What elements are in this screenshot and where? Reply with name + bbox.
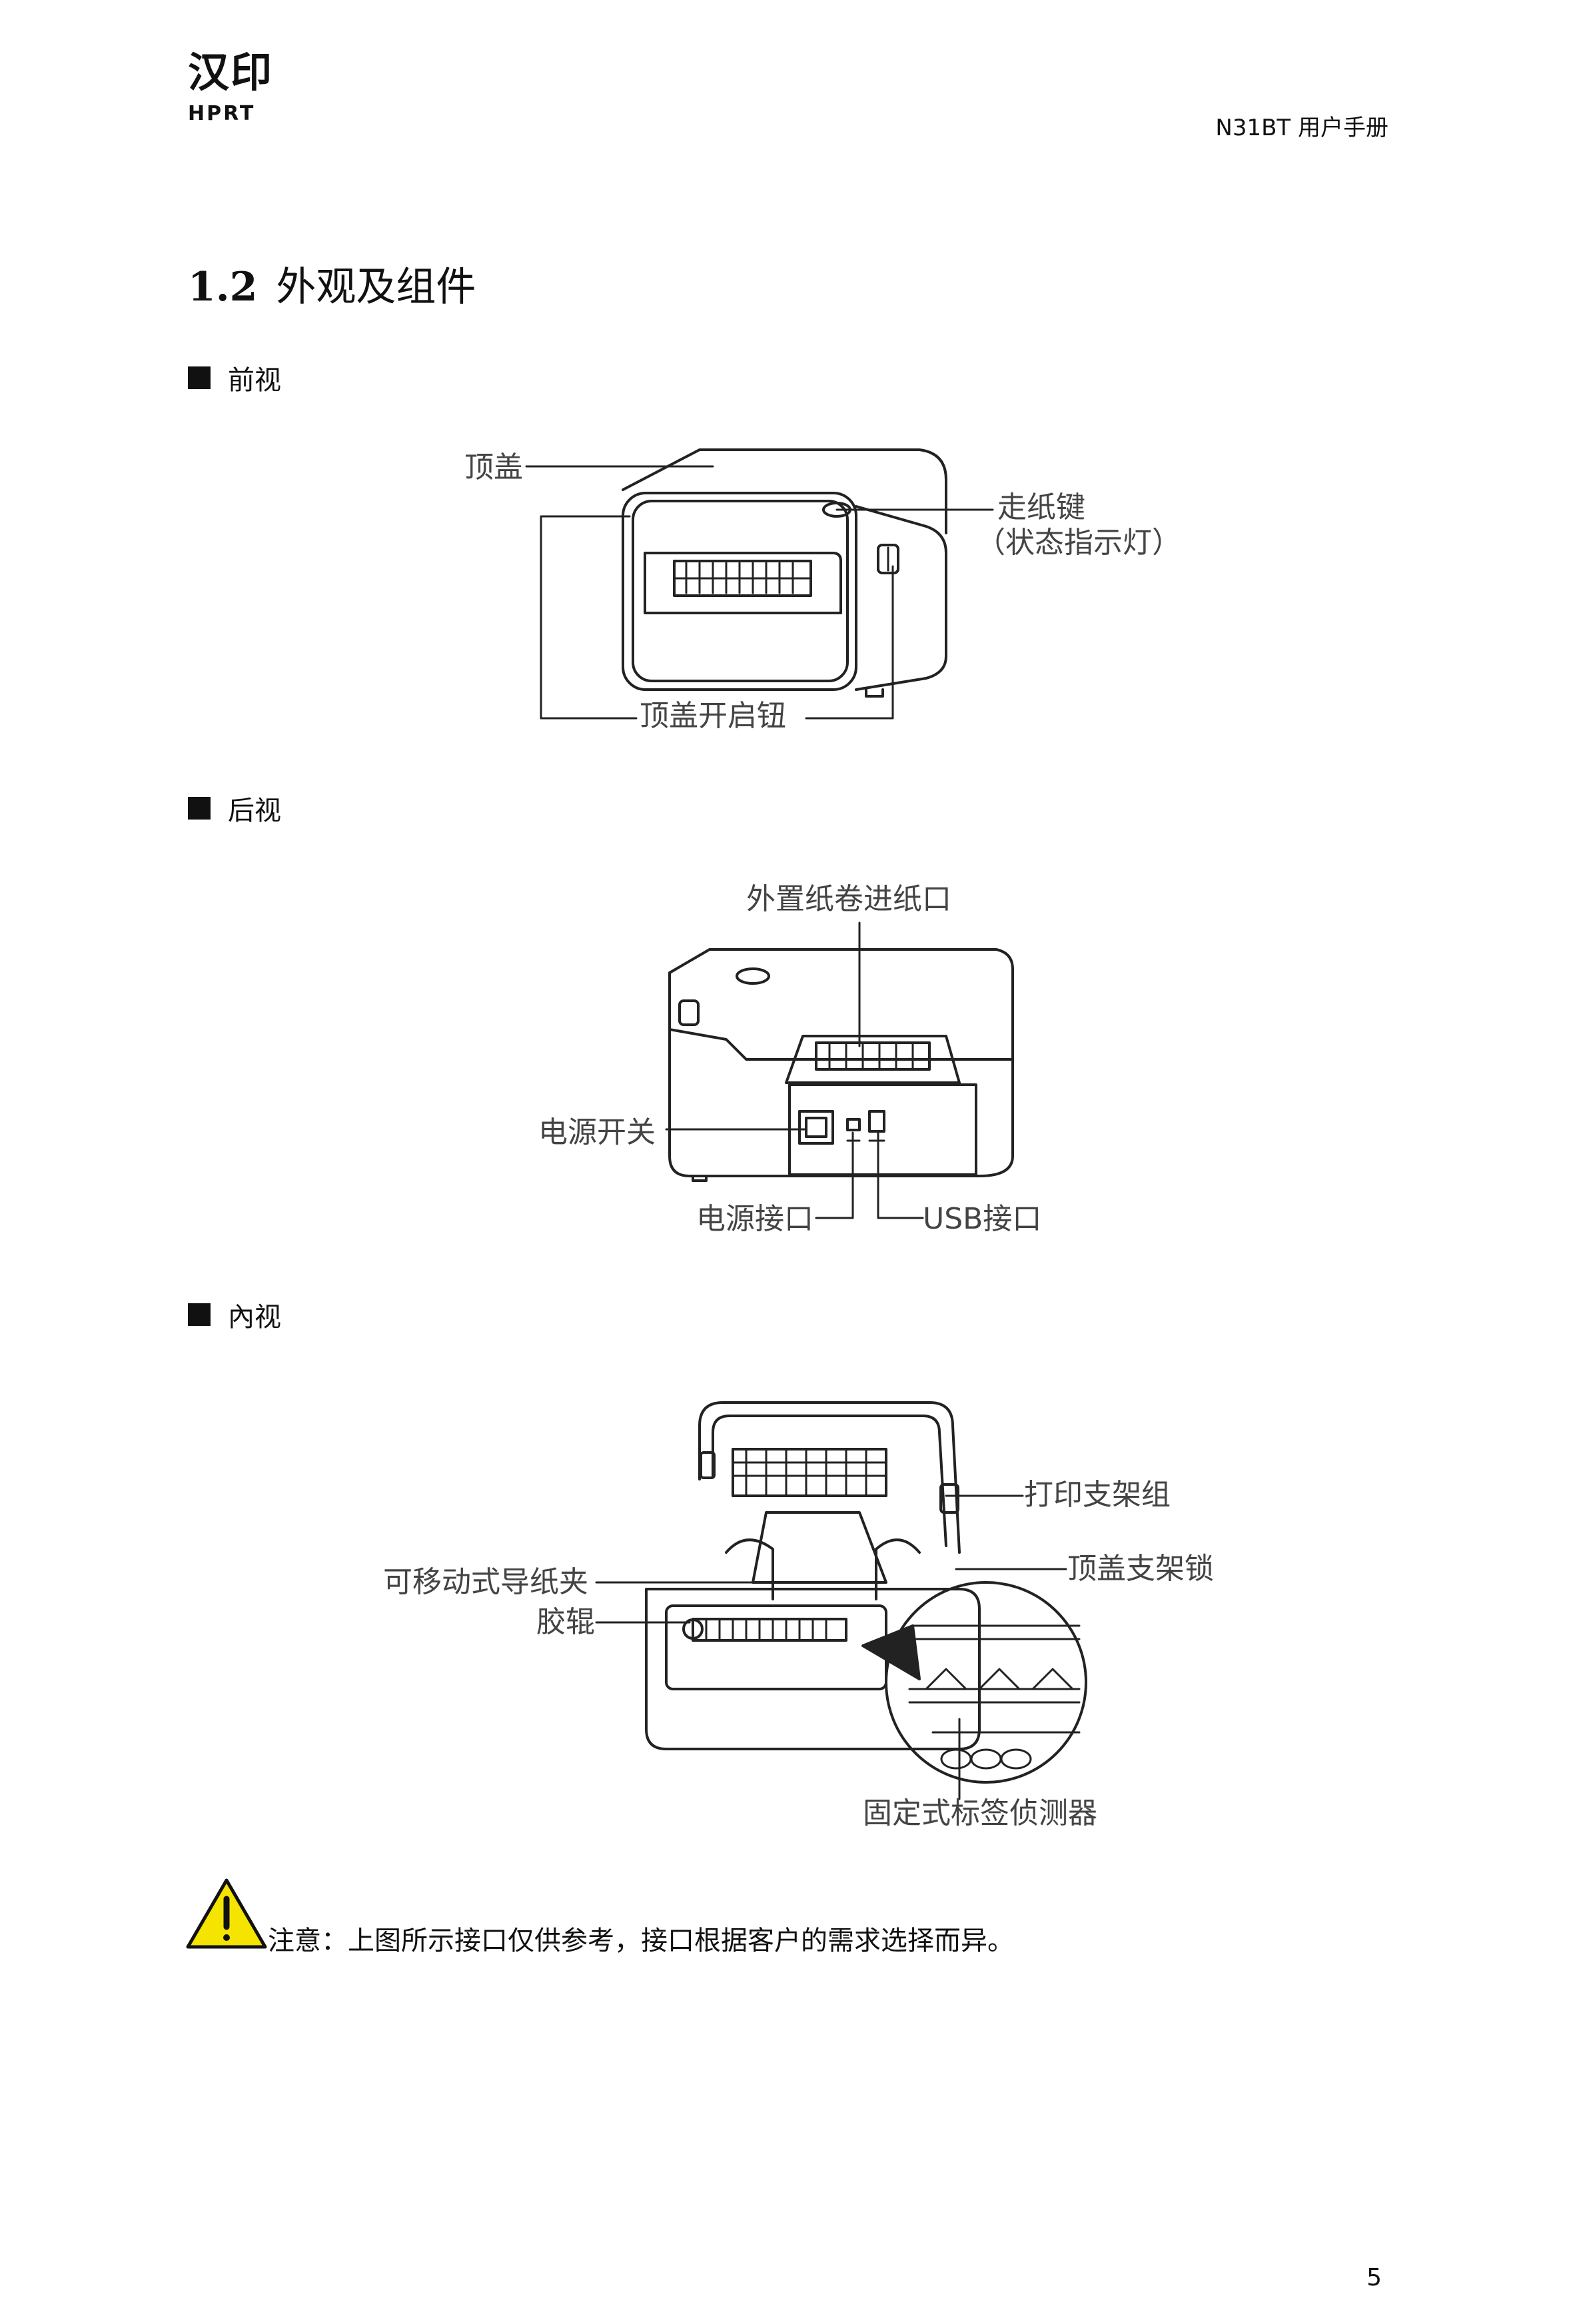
rear-view-heading: 后视 [188,789,281,828]
label-print-bracket: 打印支架组 [1024,1478,1171,1512]
note: 注意：上图所示接口仅供参考，接口根据客户的需求选择而异。 [268,1919,1014,1958]
bullet-square-icon [188,797,211,820]
label-external-paper-inlet: 外置纸卷进纸口 [746,882,951,916]
bullet-square-icon [188,366,211,389]
rear-printer-illustration [668,948,1014,1182]
inner-view-heading: 內视 [188,1295,281,1334]
label-feed-key: 走纸键 [997,490,1085,524]
section-title-text: 外观及组件 [276,264,476,310]
brand-logo-chinese: 汉印 [188,48,274,97]
page-number: 5 [1366,2264,1382,2291]
inner-printer-illustration [645,1401,1087,1784]
warning-icon [186,1878,267,1949]
note-text: 注意：上图所示接口仅供参考，接口根据客户的需求选择而异。 [268,1926,1014,1956]
section-title: 1.2 外观及组件 [188,255,476,312]
label-power-port: 电源接口 [696,1202,813,1236]
inner-view-heading-text: 內视 [228,1302,281,1333]
label-cover-bracket-lock: 顶盖支架锁 [1067,1552,1214,1586]
label-movable-guide: 可移动式导纸夹 [383,1565,588,1599]
bullet-square-icon [188,1303,211,1326]
front-printer-illustration [622,448,947,698]
section-number: 1.2 [188,264,258,310]
label-power-switch: 电源开关 [538,1115,656,1149]
label-status-light: （状态指示灯） [976,526,1181,560]
rear-view-heading-text: 后视 [228,796,281,826]
document-title: N31BT 用户手册 [1215,115,1388,141]
label-top-cover: 顶盖 [464,450,523,484]
label-label-sensor: 固定式标签侦测器 [863,1796,1097,1830]
label-roller: 胶辊 [536,1605,595,1639]
label-usb-port: USB接口 [923,1202,1042,1236]
front-view-heading: 前视 [188,358,281,397]
front-view-heading-text: 前视 [228,365,281,396]
label-cover-open-button: 顶盖开启钮 [640,699,786,733]
brand-logo-english: HPRT [188,102,256,125]
